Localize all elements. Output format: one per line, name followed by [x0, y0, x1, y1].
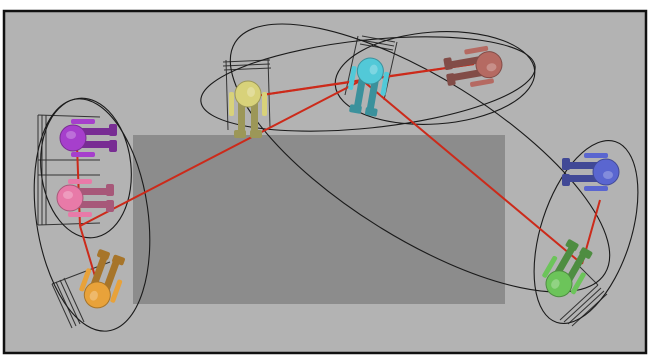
table: [133, 135, 505, 304]
